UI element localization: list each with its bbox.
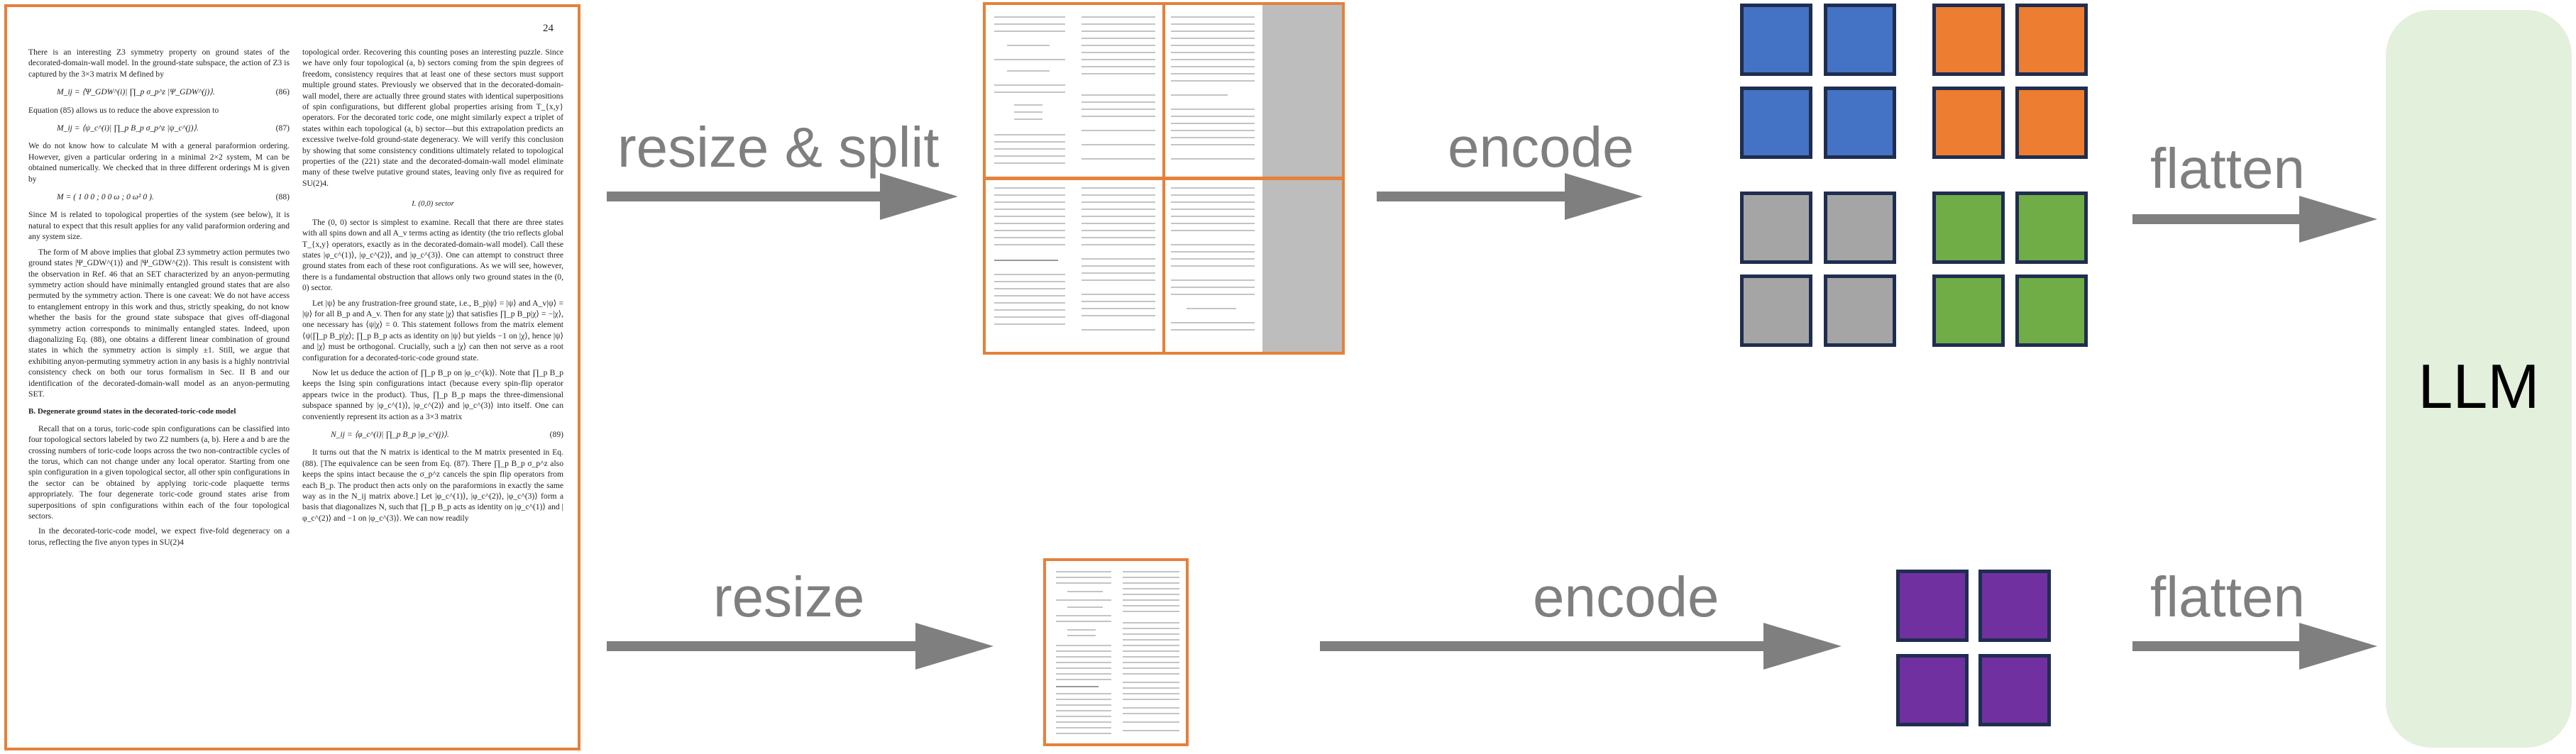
token-green bbox=[2015, 192, 2088, 264]
resized-thumbnail bbox=[1043, 558, 1189, 746]
label-encode-bottom: encode bbox=[1533, 565, 1719, 628]
token-green bbox=[1932, 192, 2005, 264]
token-orange bbox=[1932, 4, 2005, 76]
arrow-flatten-bottom bbox=[2132, 623, 2377, 670]
equation-88: M = ( 1 0 0 ; 0 0 ω ; 0 ω² 0 ). (88) bbox=[57, 192, 290, 202]
arrow-flatten-top bbox=[2132, 196, 2377, 243]
token-blue bbox=[1740, 87, 1812, 159]
token-gray bbox=[1824, 192, 1896, 264]
paragraph: There is an interesting Z3 symmetry prop… bbox=[28, 48, 290, 79]
paragraph: topological order. Recovering this count… bbox=[302, 48, 563, 188]
equation-87: M_ij = ⟨ψ_c^(i)| ∏_p B_p σ_p^z |ψ_c^(j)⟩… bbox=[57, 123, 290, 133]
crop-top-left bbox=[983, 2, 1165, 179]
arrow-encode-bottom bbox=[1320, 623, 1842, 670]
label-resize-split: resize & split bbox=[617, 116, 940, 179]
label-resize: resize bbox=[713, 565, 865, 628]
token-green bbox=[2015, 275, 2088, 347]
document-page: 24 There is an interesting Z3 symmetry p… bbox=[4, 4, 580, 750]
paragraph: Equation (85) allows us to reduce the ab… bbox=[28, 105, 219, 115]
paragraph: In the decorated-toric-code model, we ex… bbox=[28, 526, 290, 547]
paragraph: Recall that on a torus, toric-code spin … bbox=[28, 423, 290, 521]
token-purple bbox=[1978, 570, 2051, 642]
token-gray bbox=[1824, 275, 1896, 347]
token-blue bbox=[1824, 4, 1896, 76]
paragraph: We do not know how to calculate M with a… bbox=[28, 141, 290, 184]
crop-bottom-left bbox=[983, 177, 1165, 355]
token-orange bbox=[2015, 87, 2088, 159]
label-flatten-top: flatten bbox=[2150, 137, 2305, 200]
paragraph: The form of M above implies that global … bbox=[28, 247, 290, 399]
document-left-column: There is an interesting Z3 symmetry prop… bbox=[28, 47, 290, 552]
paragraph: Let |ψ⟩ be any frustration-free ground s… bbox=[302, 298, 563, 362]
token-orange bbox=[1932, 87, 2005, 159]
token-orange bbox=[2015, 4, 2088, 76]
section-heading: B. Degenerate ground states in the decor… bbox=[28, 407, 236, 416]
subsection-heading: I. (0,0) sector bbox=[412, 199, 454, 209]
paragraph: Since M is related to topological proper… bbox=[28, 210, 290, 242]
split-thumbnail bbox=[983, 2, 1345, 355]
equation-89: N_ij = ⟨φ_c^(i)| ∏_p B_p |φ_c^(j)⟩. (89) bbox=[331, 430, 563, 439]
token-purple bbox=[1978, 654, 2051, 726]
paragraph: Now let us deduce the action of ∏_p B_p … bbox=[302, 367, 563, 421]
label-encode-top: encode bbox=[1448, 116, 1634, 179]
crop-bottom-right bbox=[1162, 177, 1345, 355]
arrow-resize bbox=[607, 623, 993, 670]
arrow-encode-top bbox=[1377, 173, 1643, 220]
arrow-resize-split bbox=[607, 173, 958, 220]
llm-box: LLM bbox=[2386, 10, 2572, 748]
document-right-column: topological order. Recovering this count… bbox=[302, 47, 563, 528]
token-purple bbox=[1896, 570, 1969, 642]
token-blue bbox=[1824, 87, 1896, 159]
paragraph: The (0, 0) sector is simplest to examine… bbox=[302, 217, 563, 293]
page-number: 24 bbox=[543, 23, 554, 34]
token-purple bbox=[1896, 654, 1969, 726]
label-flatten-bottom: flatten bbox=[2150, 565, 2305, 628]
crop-top-right bbox=[1162, 2, 1345, 179]
token-gray bbox=[1740, 192, 1812, 264]
paragraph: It turns out that the N matrix is identi… bbox=[302, 448, 563, 523]
token-blue bbox=[1740, 4, 1812, 76]
equation-86: M_ij = ⟨Ψ_GDW^(i)| ∏_p σ_p^z |Ψ_GDW^(j)⟩… bbox=[57, 87, 290, 97]
token-green bbox=[1932, 275, 2005, 347]
token-gray bbox=[1740, 275, 1812, 347]
llm-label: LLM bbox=[2418, 351, 2540, 421]
